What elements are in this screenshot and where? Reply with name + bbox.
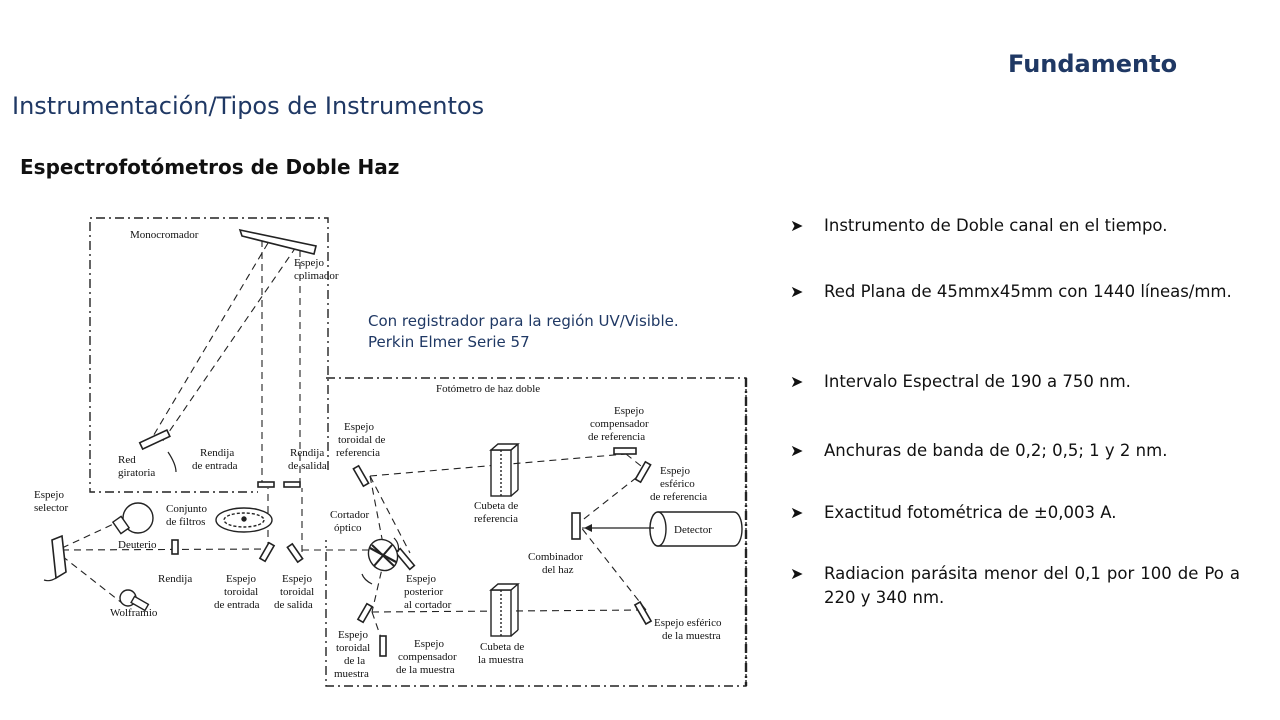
monocromador-box: [89, 217, 329, 493]
label-espejo-comp-muestra-3: de la muestra: [396, 664, 455, 676]
label-rendija: Rendija: [158, 573, 192, 585]
espejo-colimador-icon: [238, 228, 317, 255]
label-fotometro: Fotómetro de haz doble: [436, 383, 540, 395]
label-espejo-tor-muestra-3: de la: [344, 655, 365, 667]
list-item: ➤ Intervalo Espectral de 190 a 750 nm.: [790, 370, 1240, 394]
list-item-text: Instrumento de Doble canal en el tiempo.: [824, 216, 1168, 235]
list-item: ➤ Red Plana de 45mmx45mm con 1440 líneas/…: [790, 280, 1240, 304]
label-espejo-selector-1: Espejo: [34, 489, 64, 501]
label-espejo-comp-muestra-1: Espejo: [414, 638, 444, 650]
label-conjunto-filtros-2: de filtros: [166, 516, 205, 528]
label-espejo-toroidal-ref-3: referencia: [336, 447, 380, 459]
detector-icon: [649, 511, 743, 547]
label-red-giratoria-1: Red: [118, 454, 136, 466]
label-espejo-toroidal-salida-2: toroidal: [280, 586, 314, 598]
diagram-note: Con registrador para la región UV/Visibl…: [368, 311, 679, 353]
label-espejo-esf-ref-2: esférico: [660, 478, 695, 490]
label-espejo-tor-muestra-4: muestra: [334, 668, 369, 680]
espejo-compensador-referencia-icon: [613, 447, 637, 455]
espejo-esferico-muestra-icon: [633, 600, 653, 626]
rotation-arrow-icon: [43, 451, 400, 585]
label-deuterio: Deuterio: [118, 539, 157, 551]
label-espejo-comp-muestra-2: compensador: [398, 651, 457, 663]
label-rendija-salida-2: de salida: [288, 460, 327, 472]
label-conjunto-filtros-1: Conjunto: [166, 503, 207, 515]
label-cubeta-referencia-1: Cubeta de: [474, 500, 518, 512]
label-espejo-posterior-1: Espejo: [406, 573, 436, 585]
label-espejo-posterior-3: al cortador: [404, 599, 452, 611]
label-espejo-comp-ref-1: Espejo: [614, 405, 644, 417]
label-espejo-colimador-2: colimador: [294, 270, 339, 282]
list-item-text: Anchuras de banda de 0,2; 0,5; 1 y 2 nm.: [824, 441, 1168, 460]
label-espejo-toroidal-entrada-1: Espejo: [226, 573, 256, 585]
label-espejo-tor-muestra-1: Espejo: [338, 629, 368, 641]
label-espejo-posterior-2: posterior: [404, 586, 443, 598]
page-title: Instrumentación/Tipos de Instrumentos: [12, 92, 485, 120]
espejo-toroidal-entrada-icon: [258, 541, 276, 563]
list-item-text: Radiacion parásita menor del 0,1 por 100…: [824, 564, 1240, 607]
label-detector: Detector: [674, 524, 712, 536]
arrow-bullet-icon: ➤: [790, 503, 804, 522]
list-item-text: Red Plana de 45mmx45mm con 1440 líneas/m…: [824, 282, 1232, 301]
label-espejo-colimador-1: Espejo: [294, 257, 324, 269]
cubeta-muestra-icon: [489, 583, 520, 637]
label-cubeta-referencia-2: referencia: [474, 513, 518, 525]
page-subtitle: Espectrofotómetros de Doble Haz: [20, 155, 400, 179]
espejo-selector-icon: [51, 534, 67, 580]
label-espejo-tor-muestra-2: toroidal: [336, 642, 370, 654]
label-wolframio: Wolframio: [110, 607, 158, 619]
label-espejo-esf-ref-1: Espejo: [660, 465, 690, 477]
label-combinador-2: del haz: [542, 564, 574, 576]
label-cubeta-muestra-2: la muestra: [478, 654, 524, 666]
label-monocromador: Monocromador: [130, 229, 199, 241]
label-espejo-selector-2: selector: [34, 502, 69, 514]
section-title: Fundamento: [1008, 50, 1178, 78]
label-espejo-esf-muestra-1: Espejo esférico: [654, 617, 722, 629]
label-espejo-toroidal-ref-2: toroidal de: [338, 434, 385, 446]
label-espejo-comp-ref-2: compensador: [590, 418, 649, 430]
list-item-text: Exactitud fotométrica de ±0,003 A.: [824, 503, 1117, 522]
arrow-bullet-icon: ➤: [790, 564, 804, 583]
arrow-bullet-icon: ➤: [790, 282, 804, 301]
label-espejo-toroidal-entrada-3: de entrada: [214, 599, 260, 611]
label-espejo-toroidal-salida-1: Espejo: [282, 573, 312, 585]
espejo-esferico-referencia-icon: [634, 460, 652, 484]
espejo-toroidal-muestra-icon: [356, 602, 374, 624]
label-espejo-toroidal-entrada-2: toroidal: [224, 586, 258, 598]
label-espejo-toroidal-ref-1: Espejo: [344, 421, 374, 433]
list-item: ➤ Instrumento de Doble canal en el tiempo…: [790, 214, 1240, 238]
label-rendija-entrada-2: de entrada: [192, 460, 238, 472]
list-item: ➤ Anchuras de banda de 0,2; 0,5; 1 y 2 nm…: [790, 439, 1240, 463]
red-giratoria-icon: [138, 428, 171, 451]
combinador-haz-icon: [571, 512, 581, 540]
cubeta-referencia-icon: [489, 443, 520, 497]
label-cortador-optico-2: óptico: [334, 522, 362, 534]
list-item-text: Intervalo Espectral de 190 a 750 nm.: [824, 372, 1131, 391]
espejo-compensador-muestra-icon: [379, 635, 387, 657]
label-rendija-salida-1: Rendija: [290, 447, 324, 459]
label-espejo-esf-ref-3: de referencia: [650, 491, 707, 503]
label-espejo-comp-ref-3: de referencia: [588, 431, 645, 443]
arrow-bullet-icon: ➤: [790, 372, 804, 391]
label-combinador-1: Combinador: [528, 551, 583, 563]
label-red-giratoria-2: giratoria: [118, 467, 155, 479]
label-cubeta-muestra-1: Cubeta de: [480, 641, 524, 653]
espejo-toroidal-referencia-icon: [352, 464, 370, 488]
note-line-2: Perkin Elmer Serie 57: [368, 333, 530, 351]
espejo-toroidal-salida-icon: [286, 542, 304, 564]
label-rendija-entrada-1: Rendija: [200, 447, 234, 459]
list-item: ➤ Radiacion parásita menor del 0,1 por 10…: [790, 562, 1240, 610]
rendija-icon: [171, 539, 179, 555]
arrow-bullet-icon: ➤: [790, 441, 804, 460]
arrow-bullet-icon: ➤: [790, 216, 804, 235]
rendija-salida-icon: [283, 481, 301, 488]
rendija-entrada-icon: [257, 481, 275, 488]
label-cortador-optico-1: Cortador: [330, 509, 369, 521]
label-espejo-esf-muestra-2: de la muestra: [662, 630, 721, 642]
note-line-1: Con registrador para la región UV/Visibl…: [368, 312, 679, 330]
list-item: ➤ Exactitud fotométrica de ±0,003 A.: [790, 501, 1240, 525]
label-espejo-toroidal-salida-3: de salida: [274, 599, 313, 611]
